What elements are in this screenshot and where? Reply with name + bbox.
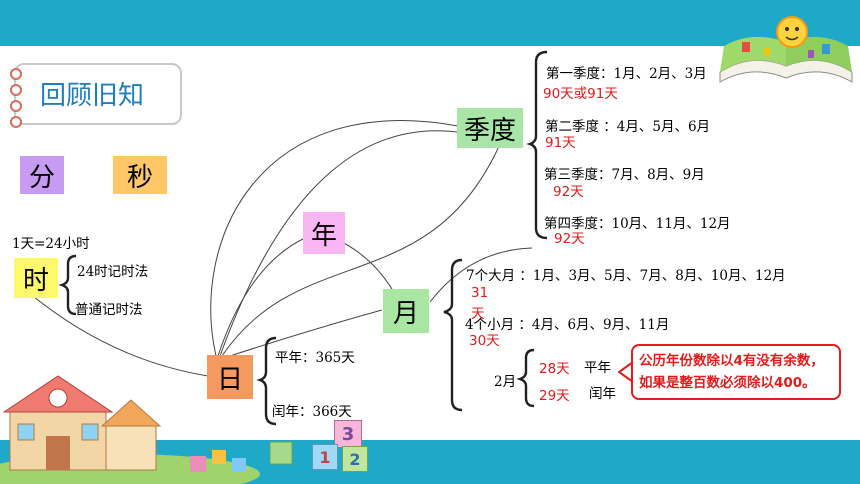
number-block-3: 3 xyxy=(334,420,362,448)
nian-box: 年 xyxy=(303,212,345,254)
big-months-days-unit: 天 xyxy=(471,306,485,322)
leap-year-text: 闰年：366天 xyxy=(272,404,352,420)
quarter-1-text: 第一季度：1月、2月、3月 xyxy=(546,66,707,82)
small-months-text: 4个小月 ：4月、6月、9月、11月 xyxy=(465,317,670,333)
notation-ordinary: 普通记时法 xyxy=(75,302,143,318)
miao-box: 秒 xyxy=(113,156,167,194)
day-hours-text: 1天=24小时 xyxy=(12,236,90,252)
leap-rule-line-2: 如果是整百数必须除以400。 xyxy=(639,375,816,391)
quarter-3-days: 92天 xyxy=(553,184,584,200)
notation-24h: 24时记时法 xyxy=(77,264,149,280)
quarter-1-days: 90天或91天 xyxy=(543,86,618,102)
ring-binder xyxy=(10,68,22,80)
small-months-days: 30天 xyxy=(469,333,500,349)
quarter-4-days: 92天 xyxy=(554,231,585,247)
common-year-text: 平年：365天 xyxy=(275,350,355,366)
quarter-2-days: 91天 xyxy=(545,135,576,151)
fen-box: 分 xyxy=(20,156,64,194)
feb-leap-days: 29天 xyxy=(539,388,570,404)
number-block-1: 1 xyxy=(312,444,338,470)
quarter-2-text: 第二季度 ：4月、5月、6月 xyxy=(545,119,711,135)
leap-rule-line-1: 公历年份数除以4有没有余数， xyxy=(639,353,824,369)
callout-pointer xyxy=(618,361,634,383)
page-title: 回顾旧知 xyxy=(40,81,145,111)
ring-binder xyxy=(10,116,22,128)
leap-rule-callout: 公历年份数除以4有没有余数， 如果是整百数必须除以400。 xyxy=(631,344,841,400)
feb-common-label: 平年 xyxy=(584,360,611,376)
ri-box: 日 xyxy=(207,355,253,399)
big-months-days-num: 31 xyxy=(471,285,489,301)
big-months-text: 7个大月 ：1月、3月、5月、7月、8月、10月、12月 xyxy=(466,268,786,284)
school-house-illustration xyxy=(0,375,293,484)
title-card xyxy=(14,63,182,125)
number-block-2: 2 xyxy=(342,446,368,472)
ring-binder xyxy=(10,100,22,112)
quarter-3-text: 第三季度：7月、8月、9月 xyxy=(544,167,705,183)
feb-label: 2月 xyxy=(494,374,517,390)
header-bar xyxy=(0,0,860,46)
feb-leap-label: 闰年 xyxy=(589,386,616,402)
jidu-box: 季度 xyxy=(457,108,523,148)
quarter-4-text: 第四季度：10月、11月、12月 xyxy=(544,216,731,232)
feb-common-days: 28天 xyxy=(539,361,570,377)
book-sun-illustration xyxy=(719,16,853,83)
shi-box: 时 xyxy=(14,258,58,298)
ring-binder xyxy=(10,84,22,96)
yue-box: 月 xyxy=(383,289,429,333)
